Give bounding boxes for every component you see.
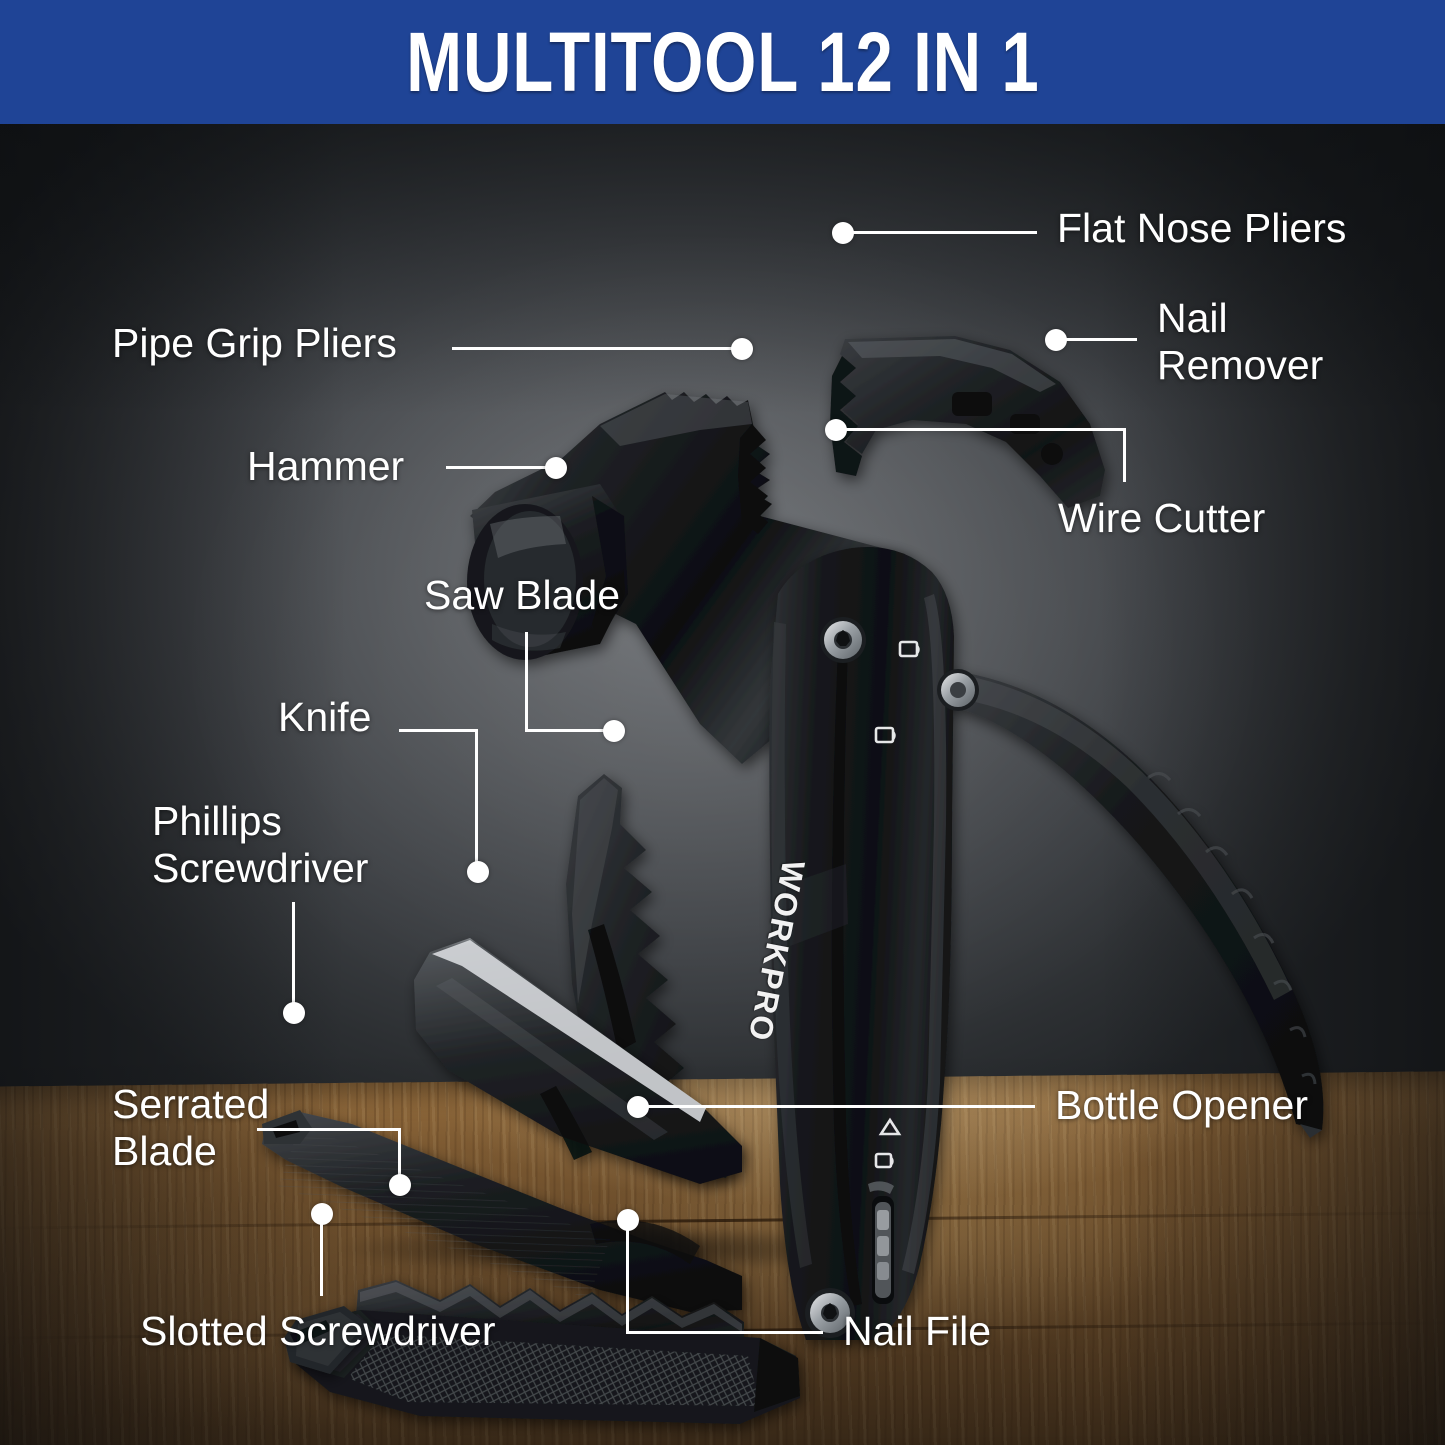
callout-line-knife-h <box>399 729 477 732</box>
callout-dot-wire-cutter <box>825 419 847 441</box>
header-banner: MULTITOOL 12 IN 1 <box>0 0 1445 124</box>
callout-dot-pipe-grip-pliers <box>731 338 753 360</box>
handle-stamped-icons <box>874 640 920 1169</box>
callout-dot-slotted-screwdriver <box>311 1203 333 1225</box>
callout-line-hammer <box>446 466 550 469</box>
callout-label-slotted-screwdriver: Slotted Screwdriver <box>140 1308 496 1354</box>
nail-remover-hook <box>930 669 1324 1138</box>
pivot-screws <box>805 617 979 1338</box>
callout-dot-saw-blade <box>603 720 625 742</box>
callout-label-flat-nose-pliers: Flat Nose Pliers <box>1057 205 1347 251</box>
page-title: MULTITOOL 12 IN 1 <box>405 15 1040 109</box>
callout-line-serrated-blade-v <box>398 1128 401 1186</box>
callout-label-serrated-blade: Serrated Blade <box>112 1081 270 1174</box>
callout-line-serrated-blade-h <box>257 1128 400 1131</box>
callout-dot-nail-remover <box>1045 329 1067 351</box>
callout-line-slotted-screwdriver <box>320 1220 323 1296</box>
slotted-screwdriver <box>284 1306 372 1374</box>
callout-line-saw-blade-v <box>525 632 528 732</box>
callout-dot-bottle-opener <box>627 1096 649 1118</box>
callout-dot-serrated-blade <box>389 1174 411 1196</box>
callout-line-phillips-screwdriver <box>292 902 295 1012</box>
callout-label-bottle-opener: Bottle Opener <box>1055 1082 1308 1128</box>
callout-line-nail-remover <box>1065 338 1137 341</box>
callout-label-pipe-grip-pliers: Pipe Grip Pliers <box>112 320 397 366</box>
product-scene: WORKPRO Flat Nose Pliers Nail Remover Pi… <box>0 124 1445 1445</box>
flat-nose-pliers-jaw <box>830 336 1105 508</box>
callout-line-pipe-grip-pliers <box>452 347 734 350</box>
callout-dot-phillips-screwdriver <box>283 1002 305 1024</box>
callout-dot-knife <box>467 861 489 883</box>
bottle-opener <box>868 1181 894 1304</box>
hammer-head <box>467 484 628 660</box>
callout-line-nail-file-h <box>626 1331 823 1334</box>
callout-line-nail-file-v <box>626 1224 629 1334</box>
callout-line-flat-nose-pliers <box>852 231 1037 234</box>
callout-line-wire-cutter-h <box>845 428 1126 431</box>
callout-dot-flat-nose-pliers <box>832 222 854 244</box>
callout-line-knife-v <box>475 729 478 867</box>
callout-line-wire-cutter-v <box>1123 428 1126 482</box>
callout-label-hammer: Hammer <box>247 443 405 489</box>
callout-label-wire-cutter: Wire Cutter <box>1058 495 1266 541</box>
callout-line-saw-blade-h <box>525 729 605 732</box>
callout-label-nail-remover: Nail Remover <box>1157 295 1324 388</box>
callout-dot-hammer <box>545 457 567 479</box>
callout-line-bottle-opener <box>647 1105 1035 1108</box>
callout-label-phillips-screwdriver: Phillips Screwdriver <box>152 798 369 891</box>
callout-label-saw-blade: Saw Blade <box>424 572 621 618</box>
callout-label-nail-file: Nail File <box>843 1308 992 1354</box>
callout-dot-nail-file <box>617 1209 639 1231</box>
tool-handle <box>769 547 954 1340</box>
callout-label-knife: Knife <box>278 694 372 740</box>
knife-blade <box>414 938 742 1184</box>
